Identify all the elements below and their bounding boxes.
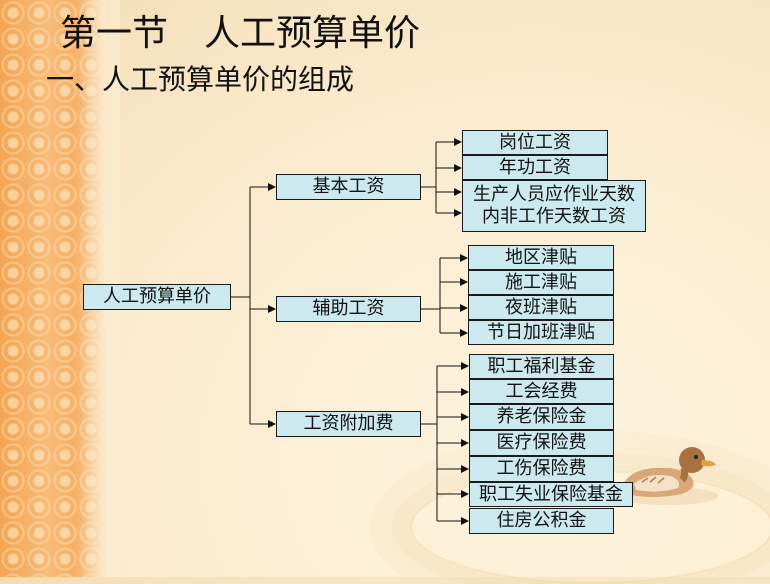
leaf-night-shift-allowance: 夜班津贴 — [468, 295, 614, 320]
leaf-union-dues: 工会经费 — [469, 379, 614, 404]
leaf-regional-allowance: 地区津贴 — [468, 245, 614, 270]
leaf-nonworking-days-wage: 生产人员应作业天数 内非工作天数工资 — [462, 180, 646, 232]
leaf-line-2: 内非工作天数工资 — [482, 206, 626, 227]
root-node: 人工预算单价 — [83, 284, 231, 310]
slide-subtitle: 一、人工预算单价的组成 — [46, 63, 355, 96]
leaf-line-1: 生产人员应作业天数 — [473, 184, 635, 205]
leaf-work-injury-insurance: 工伤保险费 — [469, 456, 614, 482]
leaf-post-wage: 岗位工资 — [462, 130, 608, 155]
leaf-construction-allowance: 施工津贴 — [468, 270, 614, 295]
leaf-unemployment-insurance: 职工失业保险基金 — [469, 482, 633, 507]
leaf-holiday-overtime-allowance: 节日加班津贴 — [468, 320, 614, 345]
leaf-pension-insurance: 养老保险金 — [469, 404, 614, 430]
leaf-medical-insurance: 医疗保险费 — [469, 430, 614, 456]
branch-auxiliary-wage: 辅助工资 — [276, 296, 421, 322]
leaf-housing-fund: 住房公积金 — [469, 508, 614, 534]
leaf-welfare-fund: 职工福利基金 — [469, 354, 614, 379]
branch-basic-wage: 基本工资 — [276, 174, 421, 200]
branch-wage-surcharge: 工资附加费 — [276, 411, 421, 437]
duck-illustration — [615, 447, 719, 505]
leaf-seniority-wage: 年功工资 — [462, 155, 608, 180]
slide-title: 第一节 人工预算单价 — [60, 13, 421, 54]
